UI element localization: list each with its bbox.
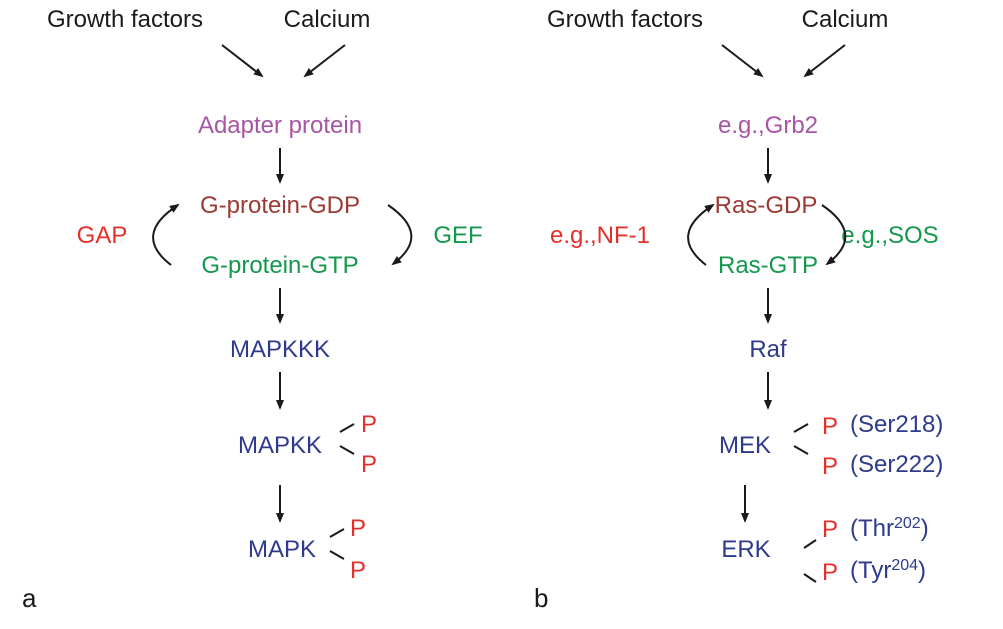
- arrow: [721, 44, 764, 78]
- bond: [803, 539, 817, 549]
- site-ser222: (Ser222): [850, 451, 943, 478]
- mapkk: MAPKK: [238, 432, 322, 459]
- adapter-grb2: e.g.,Grb2: [718, 112, 818, 139]
- panel-label-a: a: [22, 583, 37, 613]
- bond: [329, 550, 345, 560]
- nf1-label: e.g.,NF-1: [550, 222, 650, 249]
- bond: [329, 528, 345, 538]
- adapter-protein: Adapter protein: [198, 112, 362, 139]
- panel-b: Growth factors Calcium e.g.,Grb2 Ras-GDP…: [534, 6, 943, 613]
- panel-a: Growth factors Calcium Adapter protein G…: [22, 6, 483, 613]
- phosphate: P: [361, 411, 377, 438]
- bond: [339, 423, 355, 433]
- site-tyr204: (Tyr204): [850, 557, 926, 584]
- g-protein-gtp: G-protein-GTP: [201, 252, 358, 279]
- arrow: [221, 44, 264, 78]
- g-protein-gdp: G-protein-GDP: [200, 192, 360, 219]
- bond: [793, 445, 809, 455]
- phosphate: P: [361, 451, 377, 478]
- input-growth-factors: Growth factors: [547, 6, 703, 33]
- mek: MEK: [719, 432, 771, 459]
- sos-label: e.g.,SOS: [841, 222, 938, 249]
- gap-label: GAP: [77, 222, 128, 249]
- bond: [793, 423, 809, 433]
- site-thr202: (Thr202): [850, 515, 929, 542]
- phosphate: P: [822, 413, 838, 440]
- bond: [339, 445, 355, 455]
- phosphate: P: [822, 559, 838, 586]
- input-growth-factors: Growth factors: [47, 6, 203, 33]
- mapk: MAPK: [248, 536, 316, 563]
- phosphate: P: [822, 516, 838, 543]
- ras-gtp: Ras-GTP: [718, 252, 818, 279]
- arrow: [303, 44, 346, 78]
- raf: Raf: [749, 336, 787, 363]
- site-ser218: (Ser218): [850, 411, 943, 438]
- gef-arrow: [821, 204, 847, 266]
- phosphate: P: [350, 557, 366, 584]
- gef-label: GEF: [433, 222, 482, 249]
- gap-arrow: [687, 203, 715, 266]
- panel-label-b: b: [534, 583, 548, 613]
- gap-arrow: [152, 203, 180, 266]
- arrow: [803, 44, 846, 78]
- mapkkk: MAPKKK: [230, 336, 330, 363]
- gef-arrow: [387, 204, 413, 266]
- bond: [803, 573, 817, 583]
- phosphate: P: [822, 453, 838, 480]
- input-calcium: Calcium: [284, 6, 371, 33]
- input-calcium: Calcium: [802, 6, 889, 33]
- erk: ERK: [721, 536, 770, 563]
- phosphate: P: [350, 515, 366, 542]
- ras-gdp: Ras-GDP: [715, 192, 818, 219]
